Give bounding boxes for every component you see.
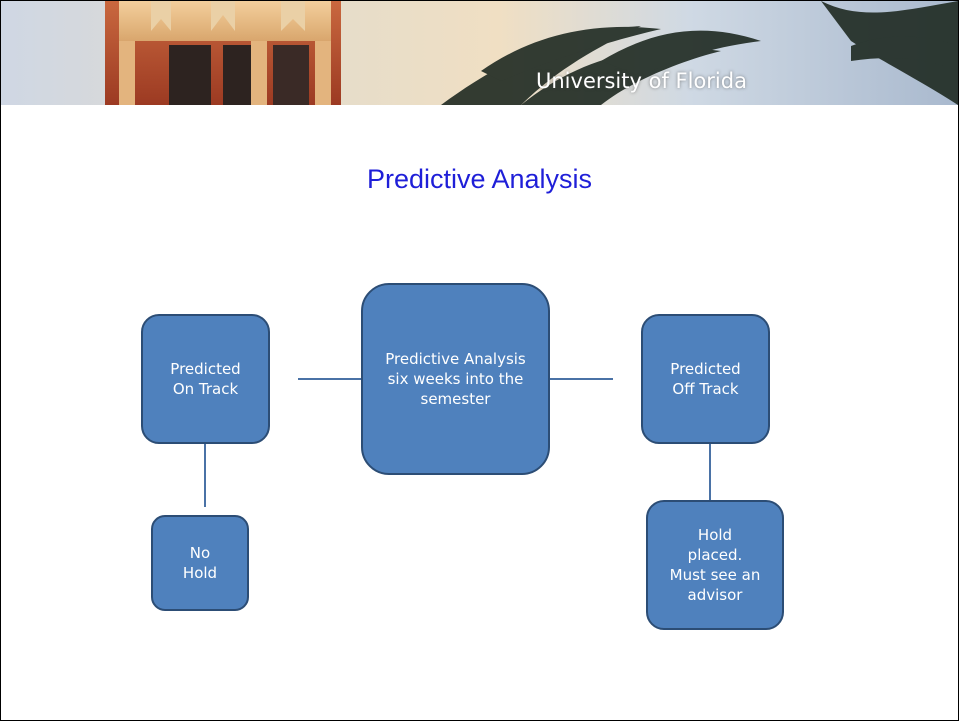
node-predicted-on-track: Predicted On Track	[141, 314, 270, 444]
node-predictive-analysis-label: Predictive Analysis six weeks into the s…	[385, 350, 526, 408]
node-predictive-analysis: Predictive Analysis six weeks into the s…	[361, 283, 550, 475]
node-predicted-on-track-label: Predicted On Track	[170, 360, 241, 398]
node-predicted-off-track: Predicted Off Track	[641, 314, 770, 444]
campus-tower-photo	[105, 1, 958, 105]
node-hold-placed-label: Hold placed. Must see an advisor	[669, 526, 761, 604]
header-banner: University of Florida	[1, 1, 958, 105]
node-no-hold-label: No Hold	[182, 544, 218, 582]
node-predicted-off-track-label: Predicted Off Track	[670, 360, 741, 398]
banner-title: University of Florida	[536, 69, 747, 93]
slide-title: Predictive Analysis	[366, 164, 593, 194]
node-no-hold: No Hold	[151, 515, 249, 611]
node-hold-placed: Hold placed. Must see an advisor	[646, 500, 784, 630]
